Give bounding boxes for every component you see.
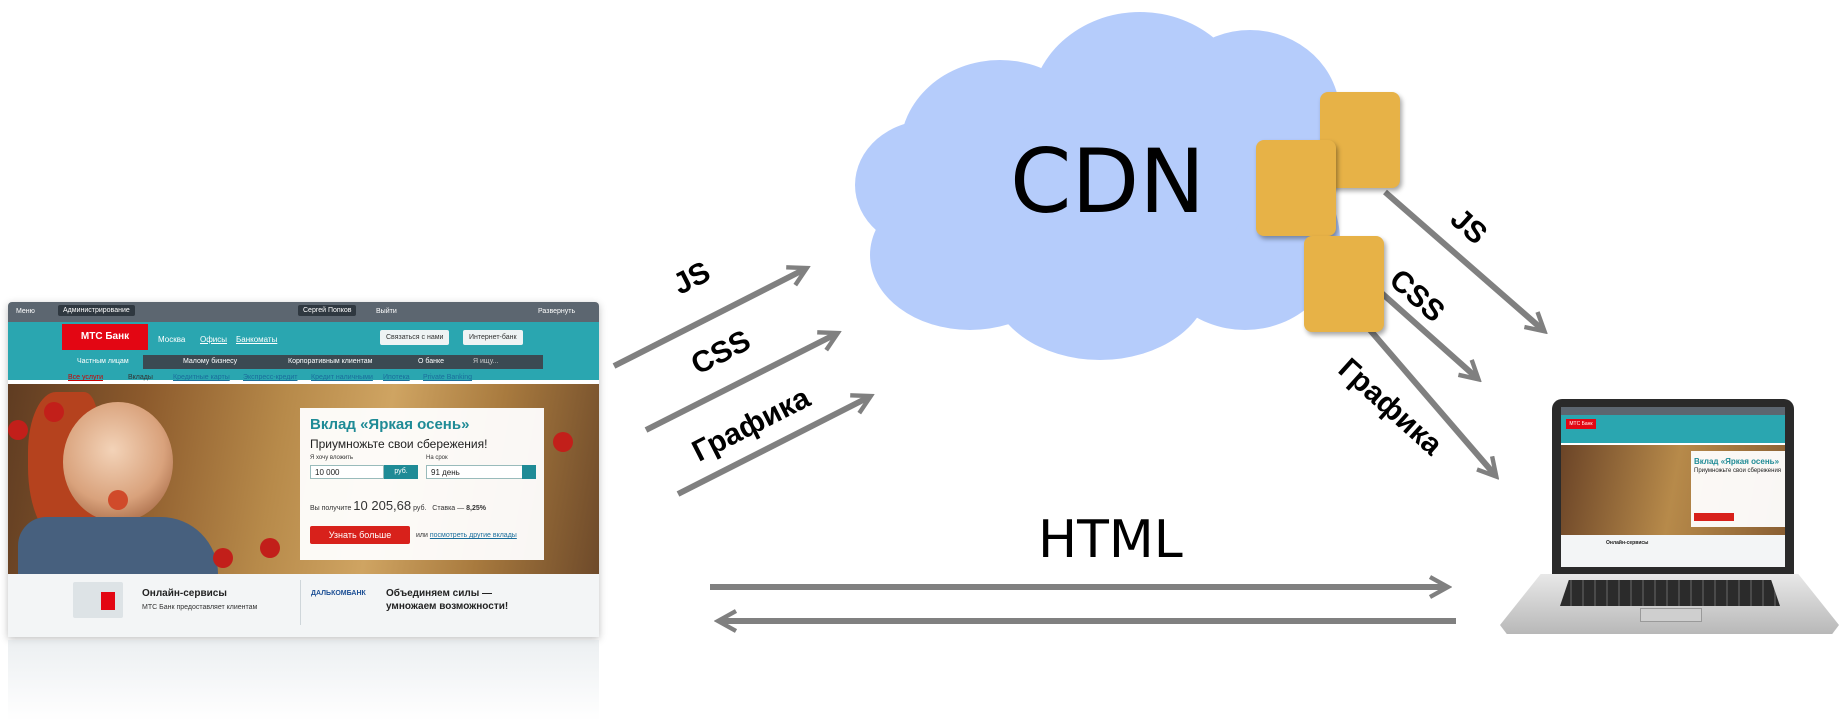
or-text: или [416,532,428,539]
cloud-core [1000,90,1250,280]
online-services-title: Онлайн-сервисы [142,588,227,599]
site-logo: МТС Банк [62,324,148,350]
term-dropdown [522,465,536,479]
nav-about: О банке [418,358,445,365]
admin-expand: Развернуть [538,308,576,315]
admin-user: Сергей Попков [298,305,357,316]
subnav-credit-cards: Кредитные карты [173,374,230,381]
rate-label: Ставка — [432,505,465,512]
admin-logout: Выйти [376,308,397,315]
website-screenshot: Меню Администрирование Сергей Попков Вый… [8,302,599,637]
apple-decoration [553,432,573,452]
hero-jacket [18,517,218,574]
other-deposits: или посмотреть другие вклады [416,532,517,539]
learn-more-button: Узнать больше [310,526,410,544]
screenshot-reflection [8,640,599,721]
partner-title-1: Объединяем силы — [386,588,493,599]
rate-value: 8,25% [466,505,486,512]
cdn-node [1256,140,1336,236]
promo-result: Вы получите 10 205,68 руб. Ставка — 8,25… [310,498,486,513]
subnav-deposits: Вклады [128,374,153,381]
laptop-header [1561,415,1785,443]
nav-search: Я ищу... [473,358,499,365]
apple-decoration [108,490,128,510]
laptop-cta [1694,513,1734,521]
laptop-screen: МТС Банк Вклад «Яркая осень» Приумножьте… [1561,407,1785,567]
promo-subtitle: Приумножьте свои сбережения! [310,437,488,451]
nav-small-business: Малому бизнесу [183,358,238,365]
admin-administration: Администрирование [58,305,135,316]
nav-corporate: Корпоративным клиентам [288,358,373,365]
result-prefix: Вы получите [310,505,352,512]
apple-decoration [260,538,280,558]
laptop-touchpad [1640,608,1702,622]
online-services-text: МТС Банк предоставляет клиентам [142,604,258,611]
amount-field: 10 000 [310,465,384,479]
laptop-promo-title: Вклад «Яркая осень» [1694,457,1780,466]
cdn-label: CDN [1010,130,1206,233]
dalkombank-logo: ДАЛЬКОМБАНК [311,590,366,597]
download-arrow-js [1383,189,1543,330]
subnav-private-banking: Private Banking [423,374,473,381]
upload-arrow-js [612,269,805,369]
term-field: 91 день [426,465,530,479]
result-value: 10 205,68 [353,498,412,513]
internet-bank-button: Интернет-банк [463,330,523,345]
term-label: На срок [426,455,448,461]
apple-decoration [8,420,28,440]
currency-select: руб. [384,465,418,479]
laptop-logo: МТС Банк [1566,419,1596,429]
upload-arrow-css [644,334,836,433]
partner-title-2: умножаем возможности! [386,601,509,612]
subnav-express: Экспресс-кредит [243,374,298,381]
upload-arrow-graphics [676,397,869,497]
admin-menu: Меню [16,308,35,315]
footer-divider [300,580,301,625]
subnav-mortgage: Ипотека [383,374,410,381]
cdn-node [1304,236,1384,332]
offices-link: Офисы [200,335,228,344]
subnav-all: Все услуги [68,374,103,381]
result-unit: руб. [413,505,427,512]
admin-bar: Меню Администрирование Сергей Попков Вый… [8,302,599,322]
other-deposits-link: посмотреть другие вклады [429,532,517,539]
apple-decoration [44,402,64,422]
laptop-admin-bar [1561,407,1785,415]
cards-icon [73,582,123,618]
atms-link: Банкоматы [236,335,278,344]
main-nav: Частным лицам Малому бизнесу Корпоративн… [63,355,543,369]
apple-decoration [213,548,233,568]
laptop-footer-title: Онлайн-сервисы [1606,540,1649,546]
contact-button: Связаться с нами [380,330,450,345]
download-arrow-graphics [1367,328,1495,475]
html-label: HTML [1038,510,1183,570]
nav-private: Частным лицам [63,355,143,369]
amount-label: Я хочу вложить [310,455,354,461]
city-link: Москва [158,335,186,344]
laptop-keyboard [1560,580,1780,606]
subnav-cash-loan: Кредит наличными [311,374,373,381]
promo-title: Вклад «Яркая осень» [310,416,470,433]
laptop-footer [1561,535,1785,567]
laptop-promo-subtitle: Приумножьте свои сбережения [1694,468,1782,474]
